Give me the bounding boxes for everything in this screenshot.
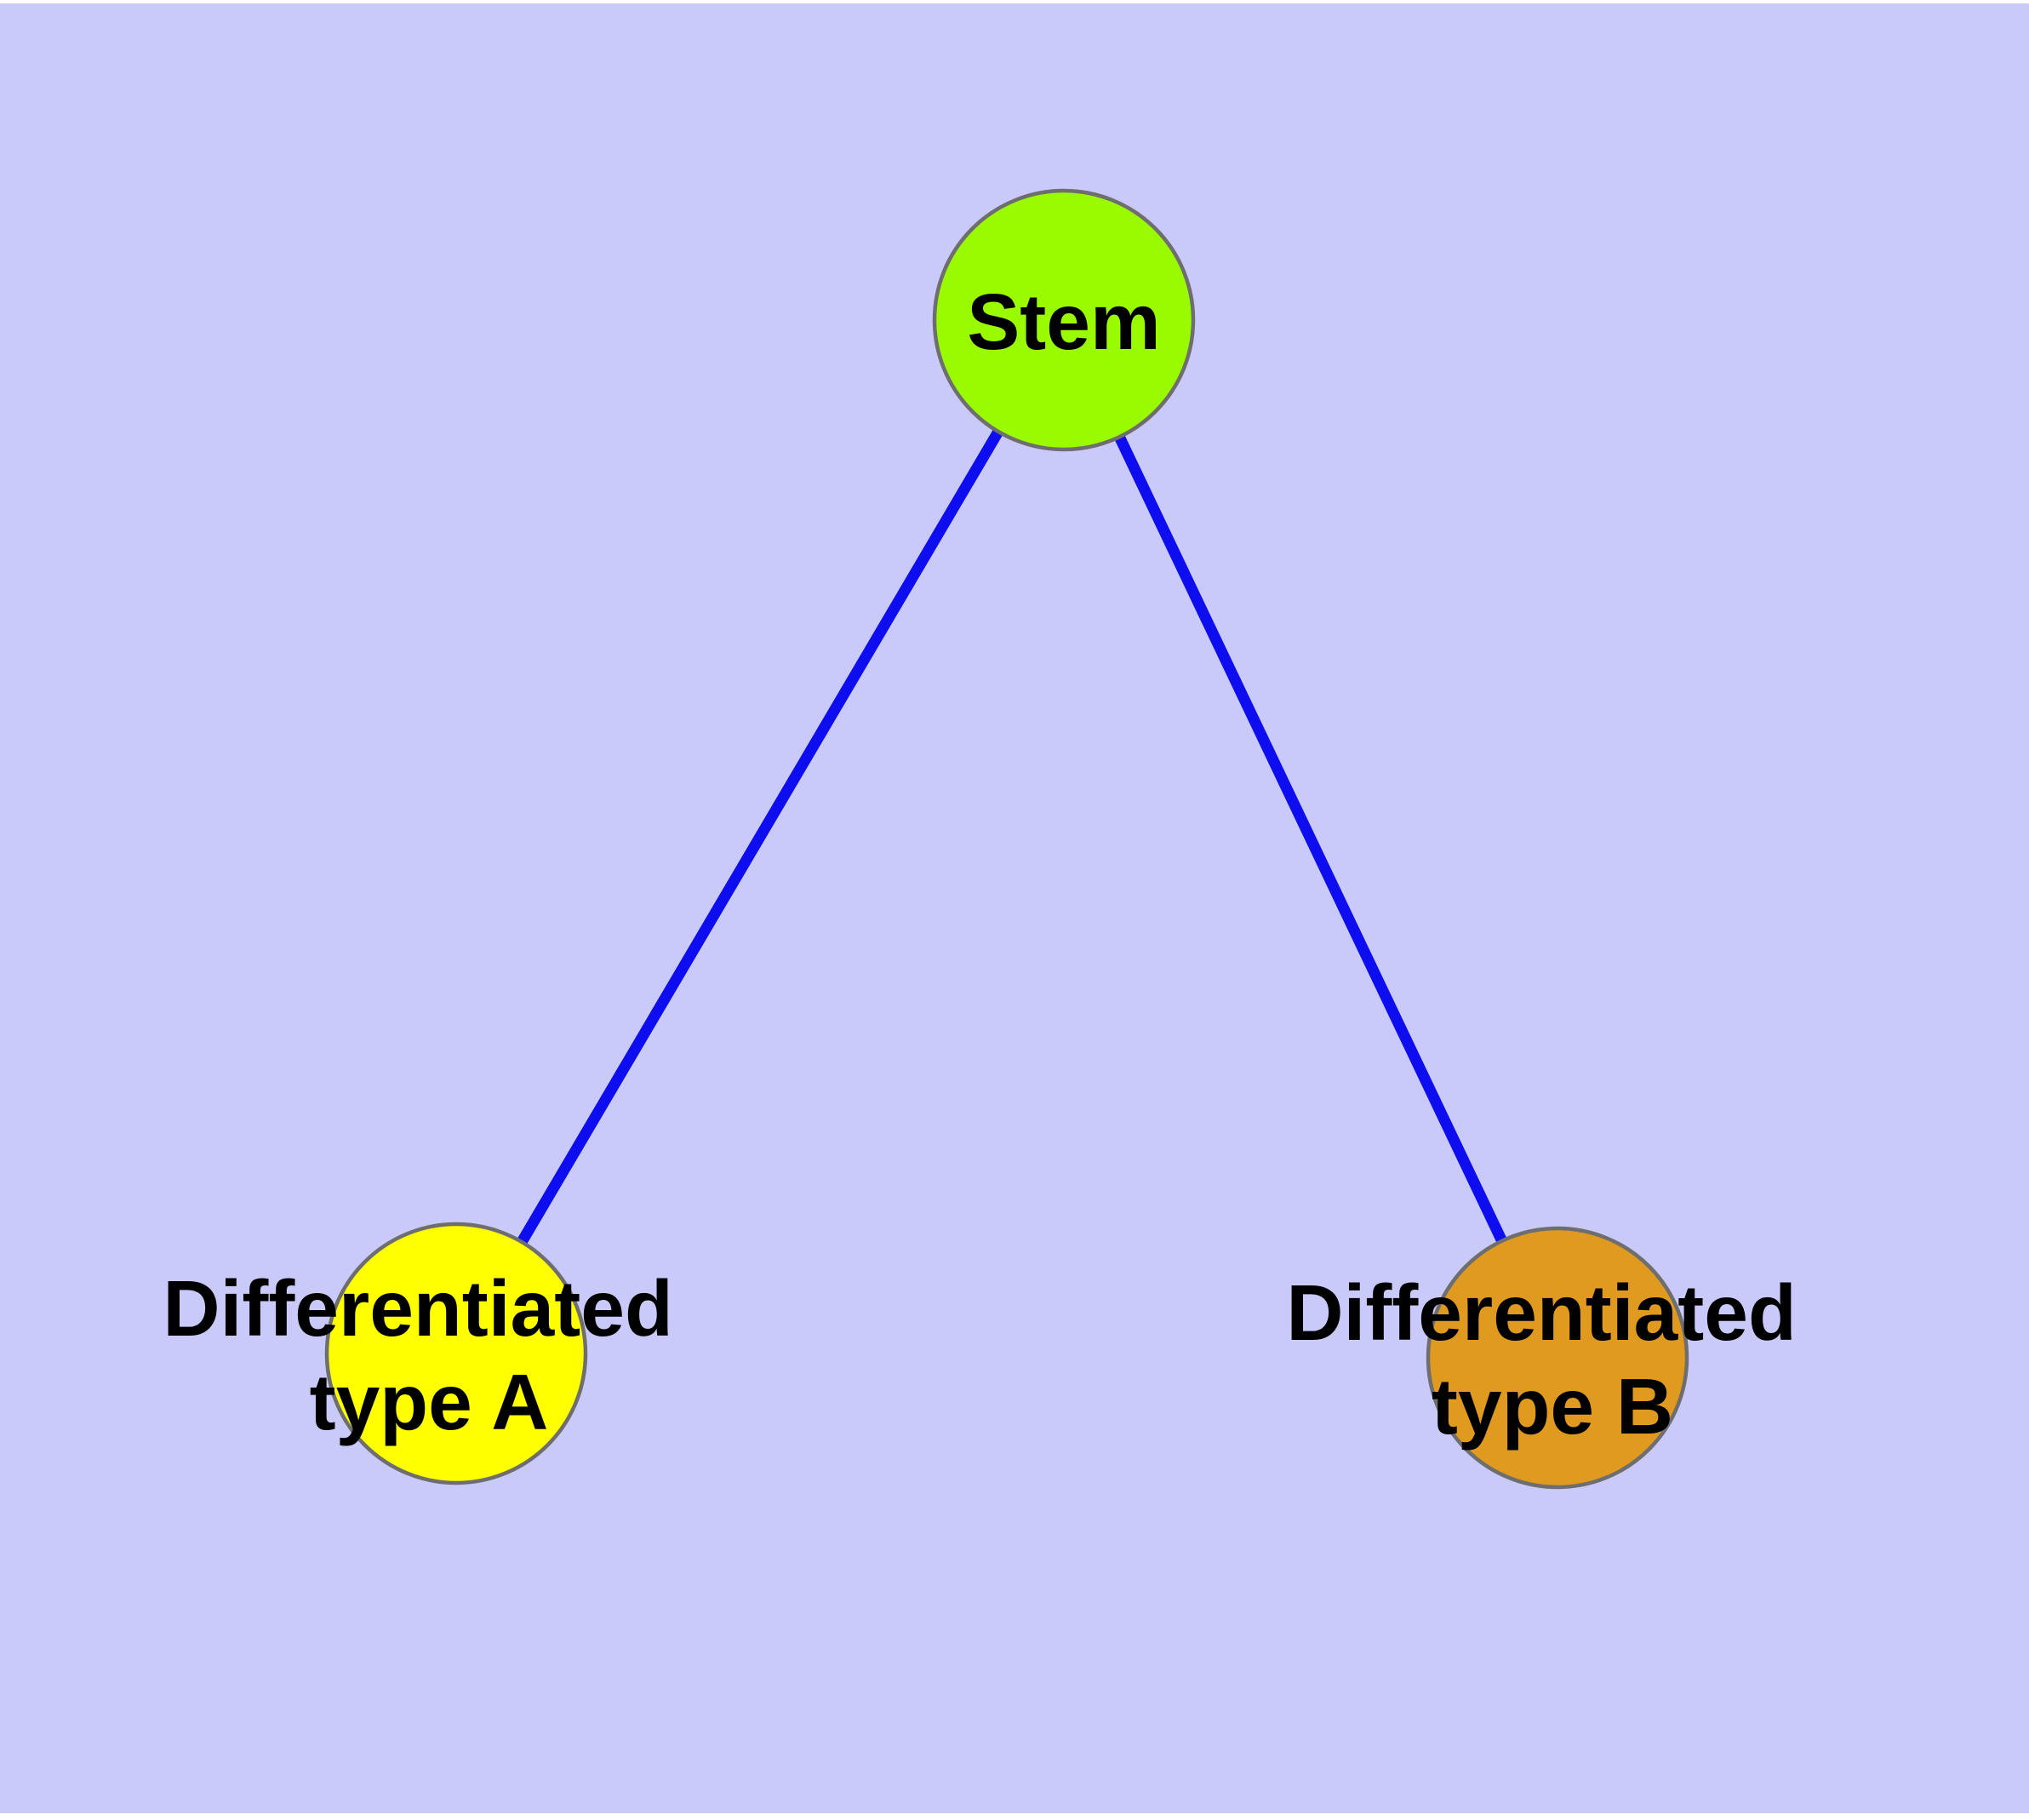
node-type-a-label: Differentiated type A xyxy=(163,1264,694,1446)
node-type-b-label: Differentiated type B xyxy=(1286,1268,1818,1451)
edge-stem-to-type-b xyxy=(1059,318,1563,1360)
edge-stem-to-type-a xyxy=(451,317,1069,1357)
node-differentiated-type-b: Differentiated type B xyxy=(1286,1226,1818,1490)
node-type-a-label-line1: Differentiated xyxy=(163,1264,672,1353)
node-type-b-label-line2: type B xyxy=(1432,1362,1673,1451)
edge-layer xyxy=(451,317,1563,1360)
node-type-a-circle xyxy=(324,1222,588,1485)
node-stem: Stem xyxy=(932,188,1196,452)
node-type-b-label-line1: Differentiated xyxy=(1286,1268,1796,1357)
node-type-a-label-line2: type A xyxy=(310,1358,549,1446)
node-type-b-circle xyxy=(1426,1226,1689,1490)
node-stem-label: Stem xyxy=(967,278,1160,366)
node-stem-circle xyxy=(932,188,1196,452)
node-layer: Stem Differentiated type A Differentiate… xyxy=(163,188,1818,1490)
node-differentiated-type-a: Differentiated type A xyxy=(163,1222,694,1485)
